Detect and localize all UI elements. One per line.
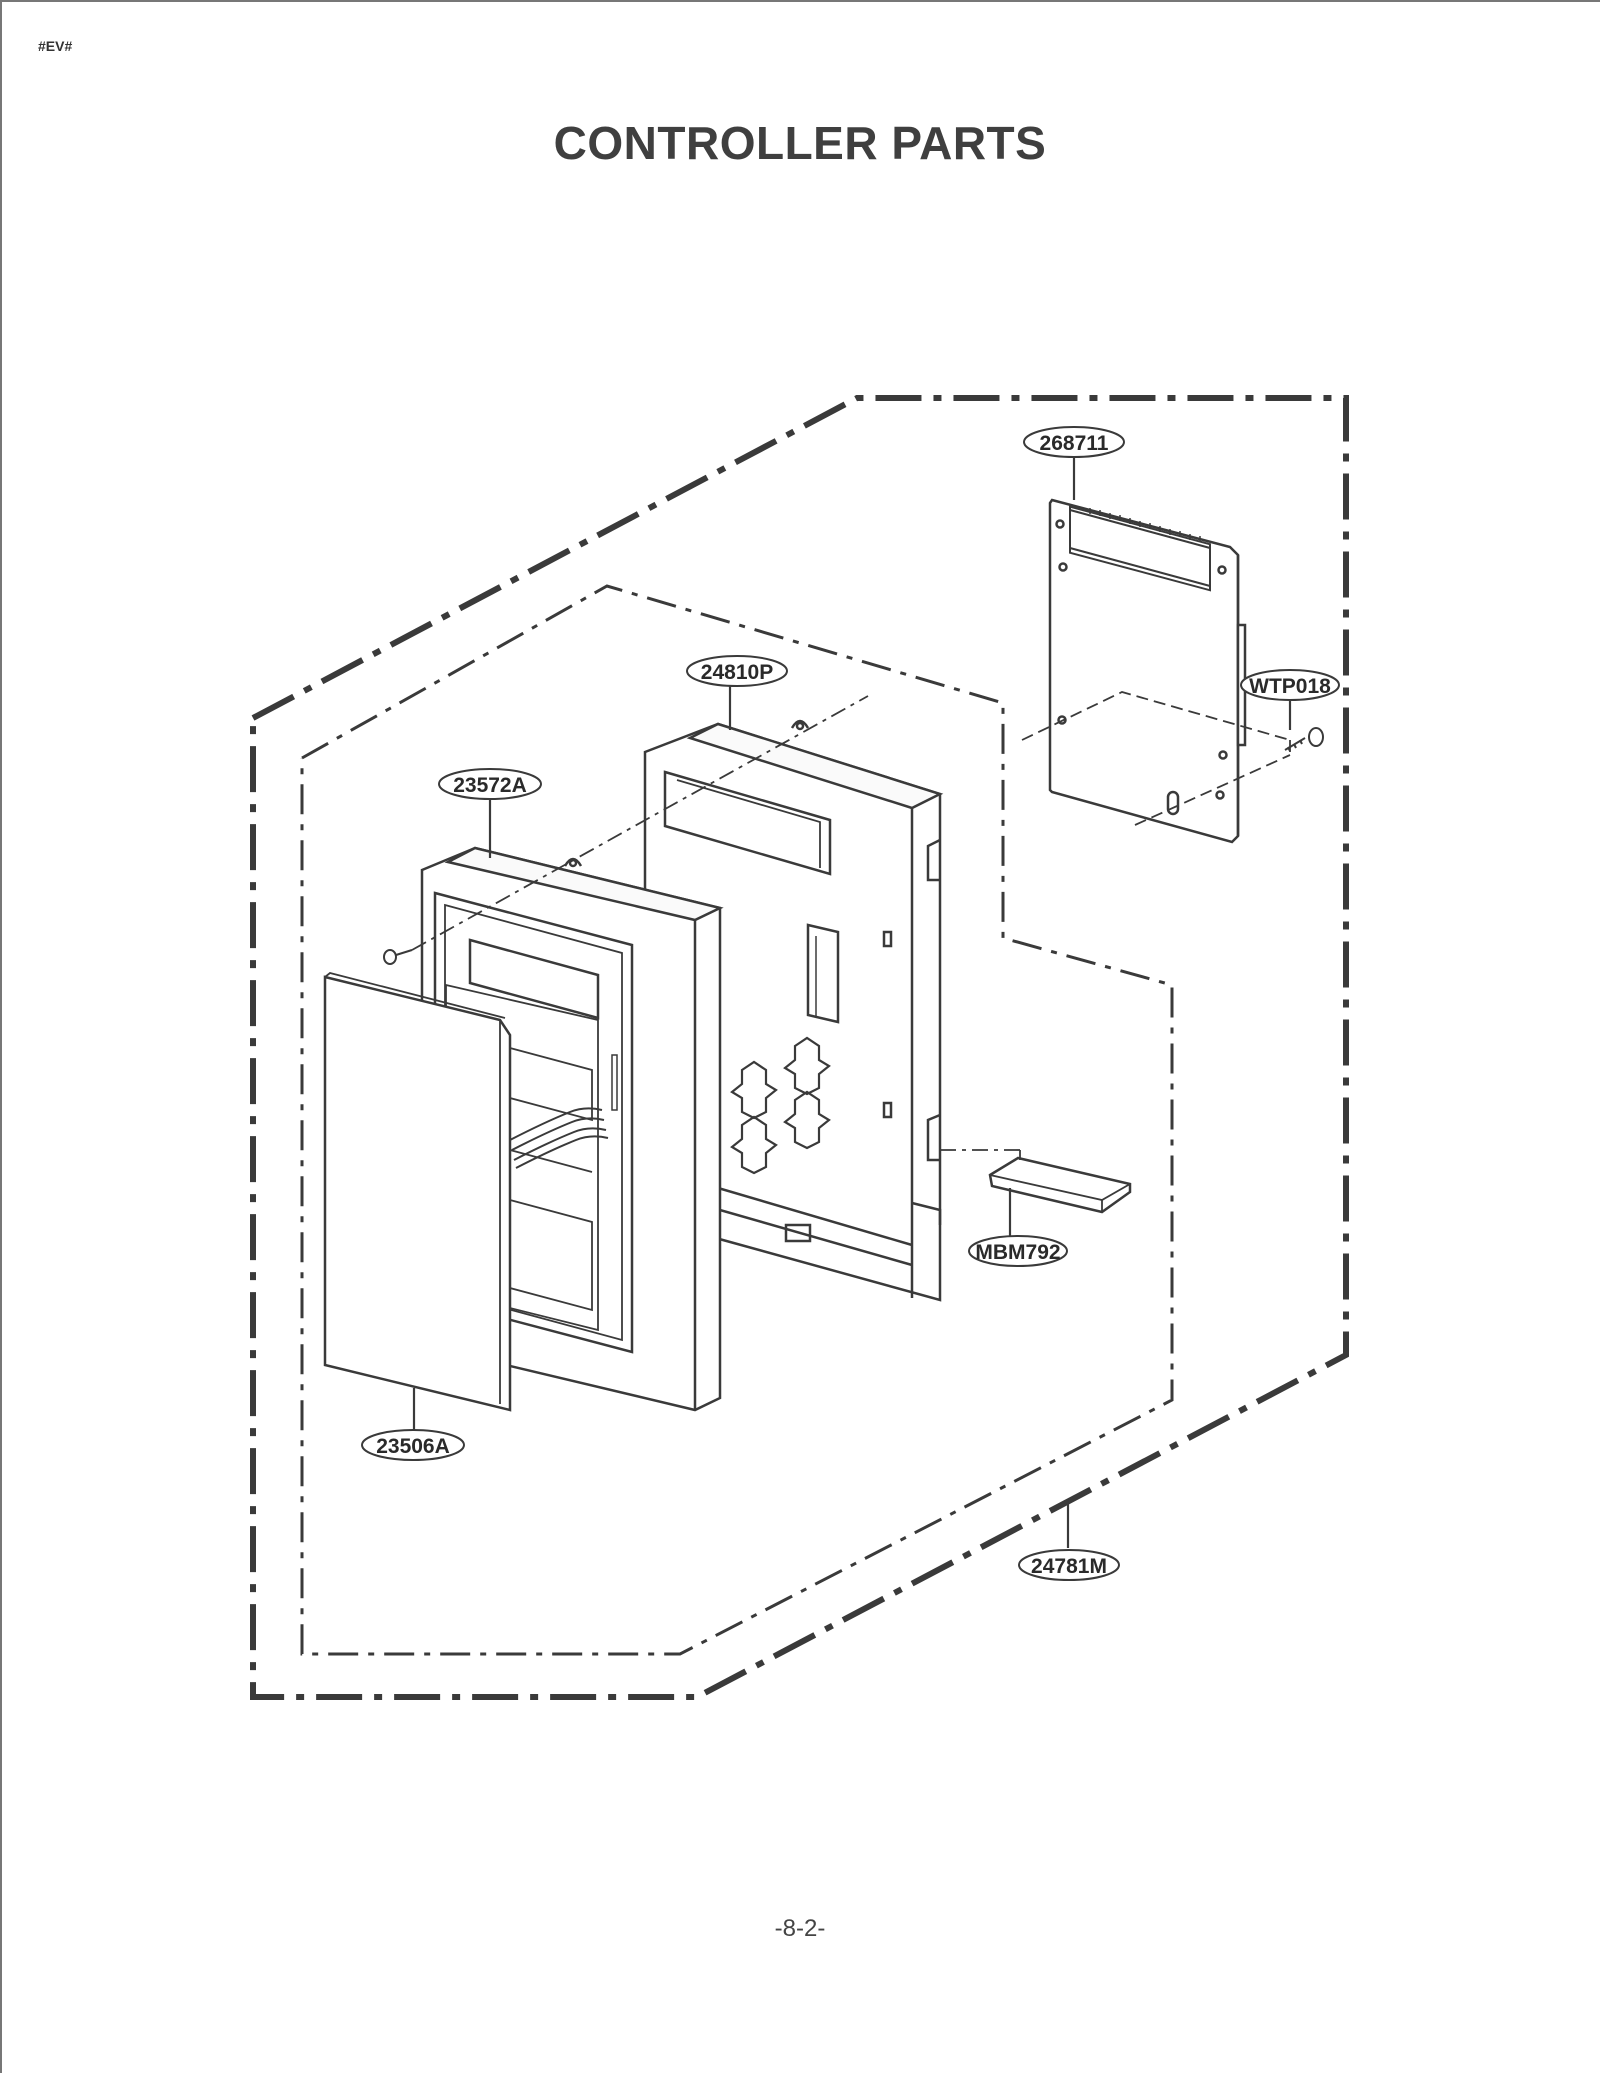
page-title: CONTROLLER PARTS bbox=[553, 117, 1047, 169]
pcb-alignment-lines bbox=[1021, 691, 1291, 826]
outer-assembly-boundary bbox=[250, 395, 1349, 1700]
inner-assembly-boundary bbox=[300, 584, 1174, 1656]
leader-lines bbox=[412, 458, 1292, 1548]
panel-screw-part bbox=[383, 949, 413, 965]
callout-WTP018: WTP018 bbox=[1240, 669, 1340, 701]
callout-label: MBM792 bbox=[975, 1241, 1060, 1264]
pcb-board bbox=[1048, 498, 1247, 844]
callout-label: WTP018 bbox=[1249, 675, 1331, 698]
page-number: -8-2- bbox=[774, 1915, 826, 1942]
callout-label: 24810P bbox=[701, 661, 773, 684]
connector-clip-part bbox=[988, 1156, 1132, 1214]
callout-label: 268711 bbox=[1040, 432, 1109, 455]
callout-23506A: 23506A bbox=[361, 1429, 465, 1461]
callout-label: 23572A bbox=[453, 774, 527, 797]
callout-label: 24781M bbox=[1031, 1555, 1107, 1578]
screw-part bbox=[1284, 727, 1324, 752]
callout-MBM792: MBM792 bbox=[968, 1235, 1068, 1267]
membrane-sheet-part bbox=[323, 972, 512, 1412]
callout-268711: 268711 bbox=[1023, 426, 1125, 458]
assembly-alignment-lines bbox=[411, 695, 1021, 1160]
callout-label: 23506A bbox=[376, 1435, 450, 1458]
callout-24781M: 24781M bbox=[1018, 1549, 1120, 1581]
callout-24810P: 24810P bbox=[686, 655, 788, 687]
callout-23572A: 23572A bbox=[438, 768, 542, 800]
document-tag: #EV# bbox=[38, 38, 73, 54]
